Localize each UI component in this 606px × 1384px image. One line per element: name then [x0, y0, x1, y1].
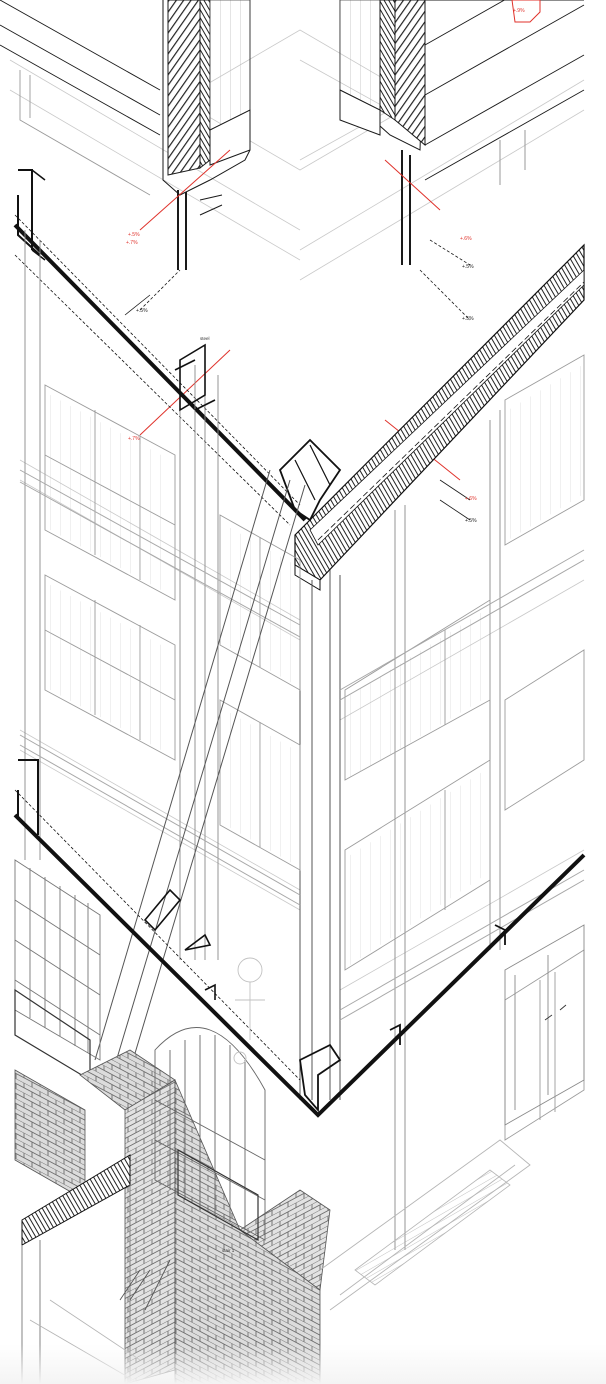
brick-massing	[14, 1049, 331, 1384]
upper-right-wall-element	[339, 0, 585, 265]
tag-top-right: +.9%	[513, 8, 525, 14]
upper-floor-edge-beam	[13, 169, 307, 526]
stair-treads	[354, 1169, 511, 1286]
lower-right-door	[504, 924, 585, 1126]
upper-left-wall-element	[162, 0, 251, 270]
secondary-columns	[24, 230, 501, 1250]
dim-label-ul-b: +.7%	[126, 240, 138, 246]
lower-left-trellis	[14, 859, 101, 1082]
dim-label-ml-b: +.5%	[462, 316, 474, 322]
figure-silhouette	[233, 957, 265, 1065]
dim-label-ur-b: +.5%	[462, 264, 474, 270]
dim-label-ur-a: +.6%	[460, 236, 472, 242]
dim-label-mr-b: +.5%	[465, 518, 477, 524]
page-bottom-margin	[0, 1344, 606, 1384]
dim-label-ul-a: +.5%	[128, 232, 140, 238]
tag-lower: stair 1	[222, 1248, 235, 1253]
dim-label-mr-a: +.6%	[465, 496, 477, 502]
left-glazing-fill	[50, 395, 295, 865]
lower-arched-cage	[119, 1027, 266, 1311]
element-tags: steel stair 1	[200, 336, 235, 1253]
tag-steel: steel	[200, 336, 210, 341]
dim-label-ul-c: +.5%	[136, 308, 148, 314]
right-glazing-fill	[350, 365, 582, 965]
lower-floor-edge-beam	[13, 759, 586, 1118]
column-i-beam-heads	[174, 343, 216, 412]
diagonal-brace	[94, 469, 306, 1071]
upper-left-outer-wall	[0, 0, 161, 196]
dimension-labels: +.5% +.7% +.5% +.6% +.5% +.7% +.5% +.6% …	[126, 8, 525, 524]
dim-label-ml: +.7%	[128, 436, 140, 442]
